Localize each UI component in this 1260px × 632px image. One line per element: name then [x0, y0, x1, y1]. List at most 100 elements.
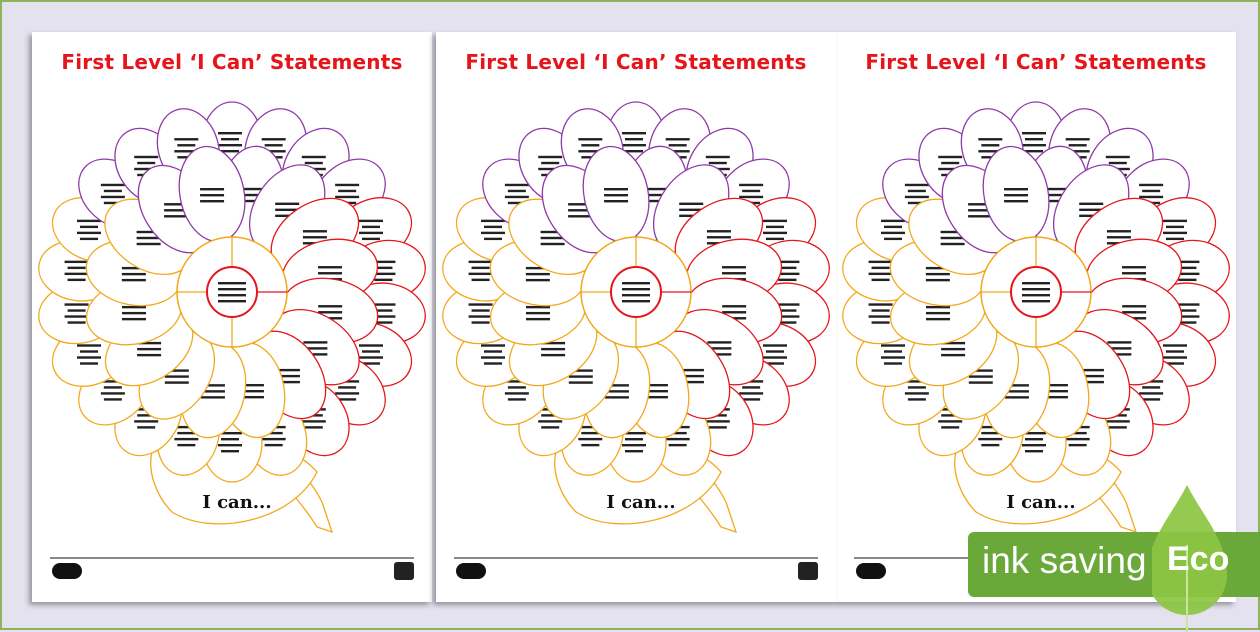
- petal-text: [317, 266, 342, 269]
- petal-text: [871, 309, 890, 312]
- petal-text: [64, 303, 89, 306]
- petal-text: [940, 242, 965, 246]
- petal-text: [484, 225, 503, 229]
- petal-text: [1175, 272, 1200, 276]
- petal-text: [538, 155, 563, 159]
- petal-text: [122, 317, 147, 321]
- petal-text: [538, 420, 563, 423]
- center-text: [622, 294, 650, 297]
- petal-text: [1079, 214, 1104, 218]
- petal-text: [1004, 396, 1029, 399]
- petal-text: [239, 199, 264, 203]
- petal-text: [177, 443, 196, 447]
- petal-text: [541, 341, 566, 345]
- petal-text: [1162, 356, 1187, 359]
- flower-diagram: [38, 101, 426, 534]
- petal-text: [925, 272, 950, 276]
- petal-text: [981, 431, 1000, 435]
- leaf-text: I can...: [1006, 492, 1076, 513]
- petal-text: [103, 189, 122, 193]
- petal-text: [625, 138, 643, 141]
- petal-text: [177, 431, 196, 435]
- publisher-badge: [798, 562, 818, 580]
- petal-text: [200, 384, 225, 387]
- petal-text: [100, 195, 125, 199]
- petal-text: [164, 215, 189, 218]
- center-circle: [1010, 266, 1062, 318]
- petal-text: [775, 315, 800, 318]
- petal-text: [1004, 390, 1029, 393]
- petal-text: [504, 183, 529, 187]
- petal-text: [1142, 386, 1161, 389]
- petal-text: [968, 381, 993, 384]
- petal-text: [1122, 311, 1147, 314]
- petal-text: [137, 161, 156, 165]
- petal-text: [568, 215, 593, 218]
- petal-text: [981, 144, 1000, 147]
- petal-text: [1043, 389, 1068, 393]
- petal-text: [708, 426, 727, 429]
- petal-text: [221, 450, 239, 453]
- petal-text: [668, 144, 687, 147]
- petal-text: [904, 392, 929, 395]
- petal-text: [968, 215, 993, 218]
- petal-text: [1065, 150, 1090, 153]
- petal-text: [361, 350, 380, 353]
- petal-text: [164, 381, 189, 384]
- petal-text: [1142, 398, 1161, 401]
- petal-text: [200, 188, 225, 191]
- petal-text: [264, 443, 283, 447]
- petal-text: [174, 150, 199, 153]
- petal-text: [722, 311, 747, 314]
- petal-text: [103, 398, 122, 401]
- petal-text: [1025, 150, 1043, 153]
- petal-text: [303, 347, 328, 350]
- petal-text: [941, 161, 960, 165]
- petal-text: [361, 237, 380, 241]
- petal-text: [765, 362, 784, 365]
- petal-text: [604, 384, 629, 387]
- worksheet-page-2: First Level ‘I Can’ Statements I can...: [436, 32, 836, 602]
- petal-text: [625, 438, 643, 441]
- petal-text: [221, 438, 239, 441]
- petal-text: [884, 362, 903, 365]
- petal-text: [484, 350, 503, 353]
- petal-text: [1107, 341, 1132, 344]
- worksheet-page-3: First Level ‘I Can’ Statements I can...: [836, 32, 1236, 602]
- petal-text: [679, 214, 704, 218]
- petal-text: [164, 203, 189, 206]
- petal-text: [526, 305, 551, 309]
- petal-text: [968, 203, 993, 206]
- petal-text: [643, 389, 668, 393]
- petal-text: [358, 219, 383, 223]
- petal-text: [1025, 138, 1043, 141]
- petal-text: [318, 311, 343, 314]
- petal-text: [200, 390, 225, 393]
- petal-text: [134, 167, 159, 171]
- petal-text: [940, 236, 965, 240]
- petal-text: [742, 386, 761, 389]
- petal-text: [137, 341, 162, 345]
- petal-text: [968, 369, 993, 372]
- petal-text: [239, 187, 264, 191]
- petal-text: [1004, 194, 1029, 197]
- petal-text: [1165, 225, 1184, 229]
- petal-text: [358, 356, 383, 359]
- petal-text: [338, 398, 357, 401]
- petal-text: [868, 303, 893, 306]
- ink-saving-label: ink saving: [982, 540, 1147, 581]
- petal-text: [1122, 305, 1147, 308]
- petal-text: [80, 350, 99, 353]
- petal-text: [926, 305, 951, 309]
- petal-text: [174, 425, 199, 429]
- page-title: First Level ‘I Can’ Statements: [61, 50, 403, 74]
- petal-text: [668, 431, 687, 435]
- petal-text: [318, 305, 343, 308]
- petal-text: [622, 432, 646, 435]
- petal-text: [1043, 187, 1068, 191]
- petal-text: [301, 420, 326, 423]
- petal-text: [581, 443, 600, 447]
- petal-text: [80, 225, 99, 229]
- petal-text: [239, 383, 264, 387]
- petal-text: [541, 347, 566, 351]
